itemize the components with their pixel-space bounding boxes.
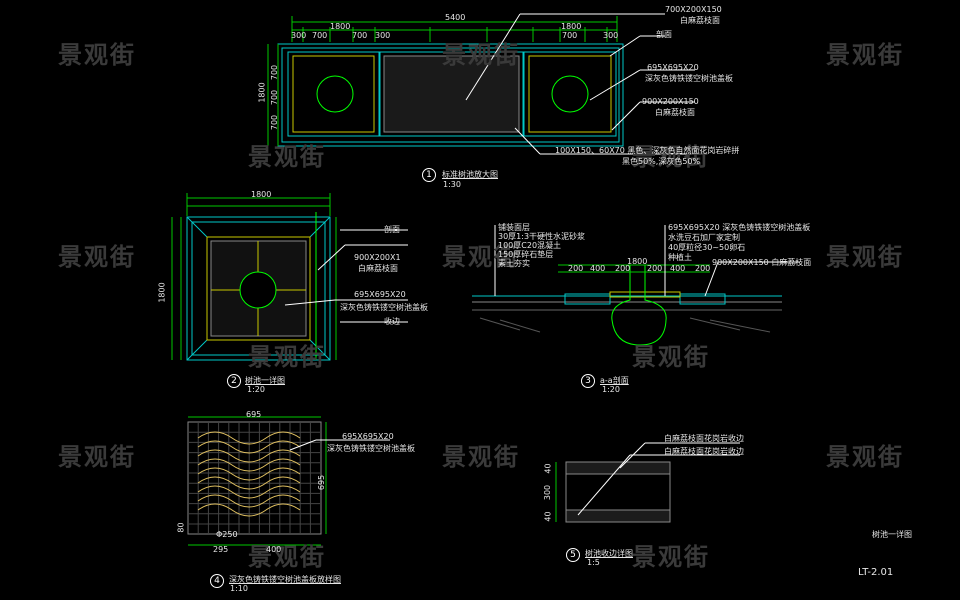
section-dim: 400 bbox=[670, 264, 686, 273]
callout-grate-sub: 深灰色铸铁镂空树池盖板 bbox=[645, 74, 733, 83]
dim-top-0: 300 bbox=[291, 31, 307, 40]
callout-top-sub: 白麻荔枝面 bbox=[680, 16, 720, 25]
dim-top-6: 700 bbox=[562, 31, 578, 40]
callout-grate: 695X695X20 bbox=[647, 63, 699, 72]
section-right-label: 695X695X20 深灰色铸铁镂空树池盖板 bbox=[668, 223, 811, 232]
dim-top-4: 300 bbox=[375, 31, 391, 40]
view-number: 1 bbox=[422, 168, 436, 182]
watermark: 景观街 bbox=[442, 243, 520, 271]
dim-top-1: 700 bbox=[312, 31, 328, 40]
grate-dim-bottom: 295 bbox=[213, 545, 229, 554]
watermark: 景观街 bbox=[826, 243, 904, 271]
view-title: a-a剖面 bbox=[600, 376, 629, 385]
view-number: 5 bbox=[566, 548, 580, 562]
callout-curb: 900X200X1 bbox=[354, 253, 401, 262]
callout-section: 剖面 bbox=[384, 225, 400, 234]
grate-dim-bottom: 400 bbox=[266, 545, 282, 554]
callout-curb-sub: 白麻荔枝面 bbox=[358, 264, 398, 273]
view1-plan bbox=[267, 13, 695, 155]
section-dim: 200 bbox=[647, 264, 663, 273]
view5-edge bbox=[555, 442, 740, 523]
watermark: 景观街 bbox=[248, 543, 326, 571]
watermark: 景观街 bbox=[248, 343, 326, 371]
view-title: 深灰色铸铁镂空树池盖板放样图 bbox=[229, 575, 341, 584]
grate-size: 695 bbox=[246, 410, 262, 419]
dim-left-2: 700 bbox=[270, 89, 280, 106]
section-right-callout: 900X200X150 白麻荔枝面 bbox=[712, 258, 812, 267]
section-left-label: 30厚1:3干硬性水泥砂浆 bbox=[498, 232, 586, 241]
view-scale: 1:5 bbox=[587, 558, 600, 567]
grate-callout-sub: 深灰色铸铁镂空树池盖板 bbox=[327, 444, 415, 453]
section-left-label: 素土夯实 bbox=[498, 259, 530, 268]
dim-top-5: 1800 bbox=[561, 22, 582, 31]
section-dim: 200 bbox=[568, 264, 584, 273]
section-left-label: 150厚碎石垫层 bbox=[498, 250, 554, 259]
view-title: 树池一详图 bbox=[245, 376, 285, 385]
watermark: 景观街 bbox=[58, 443, 136, 471]
grate-height: 695 bbox=[317, 474, 327, 491]
watermark: 景观街 bbox=[826, 41, 904, 69]
section-right-label: 种植土 bbox=[668, 253, 692, 262]
view-number: 3 bbox=[581, 374, 595, 388]
view4-grate bbox=[187, 416, 390, 546]
dim-left-1: 700 bbox=[270, 64, 280, 81]
view2-detail bbox=[171, 193, 408, 361]
sheet-title: 树池一详图 bbox=[872, 530, 912, 539]
callout-edge: 收边 bbox=[384, 317, 400, 326]
callout-bottom-sub: 黑色50%,深灰色50% bbox=[622, 157, 701, 166]
edge-label: 白麻荔枝面花岗岩收边 bbox=[664, 434, 744, 443]
view-scale: 1:30 bbox=[443, 180, 461, 189]
callout-bottom: 100X150、60X70 黑色、深灰色自然面花岗岩碎拼 bbox=[555, 146, 740, 155]
watermark: 景观街 bbox=[632, 143, 710, 171]
dim-width: 1800 bbox=[251, 190, 272, 199]
grate-callout: 695X695X20 bbox=[342, 432, 394, 441]
section-dim: 200 bbox=[695, 264, 711, 273]
view-title: 树池收边详图 bbox=[585, 549, 633, 558]
dim-left-3: 700 bbox=[270, 114, 280, 131]
view3-section bbox=[472, 225, 800, 346]
dim-total: 5400 bbox=[445, 13, 466, 22]
dim-left: 1800 bbox=[157, 282, 167, 303]
section-left-label: 100厚C20混凝土 bbox=[498, 241, 562, 250]
watermark: 景观街 bbox=[632, 543, 710, 571]
dim-left-0: 1800 bbox=[257, 82, 267, 103]
dim-top-2: 1800 bbox=[330, 22, 351, 31]
callout-top: 700X200X150 bbox=[665, 5, 722, 14]
callout-section: 剖面 bbox=[656, 30, 672, 39]
watermark: 景观街 bbox=[442, 443, 520, 471]
view-title: 标准树池放大图 bbox=[442, 170, 498, 179]
view-number: 4 bbox=[210, 574, 224, 588]
sheet-number: LT-2.01 bbox=[858, 567, 894, 578]
grate-dia: Φ250 bbox=[216, 530, 238, 539]
section-width: 1800 bbox=[627, 257, 648, 266]
view-scale: 1:20 bbox=[602, 385, 620, 394]
callout-curb-sub: 白麻荔枝面 bbox=[655, 108, 695, 117]
watermark: 景观街 bbox=[58, 243, 136, 271]
watermark: 景观街 bbox=[58, 41, 136, 69]
dim-top-7: 300 bbox=[603, 31, 619, 40]
view-scale: 1:10 bbox=[230, 584, 248, 593]
watermark: 景观街 bbox=[826, 443, 904, 471]
callout-curb: 900X200X150 bbox=[642, 97, 699, 106]
view-number: 2 bbox=[227, 374, 241, 388]
callout-grate: 695X695X20 bbox=[354, 290, 406, 299]
edge-dim: 40 bbox=[543, 511, 553, 522]
section-dim: 400 bbox=[590, 264, 606, 273]
callout-grate-sub: 深灰色铸铁镂空树池盖板 bbox=[340, 303, 428, 312]
section-dim: 200 bbox=[615, 264, 631, 273]
view-scale: 1:20 bbox=[247, 385, 265, 394]
section-right-label: 水洗豆石加厂家定制 bbox=[668, 233, 740, 242]
section-left-label: 铺装面层 bbox=[498, 223, 530, 232]
edge-label: 白麻荔枝面花岗岩收边 bbox=[664, 447, 744, 456]
grate-dia-side: 80 bbox=[176, 522, 186, 533]
edge-dim: 40 bbox=[543, 463, 553, 474]
section-right-label: 40厚粒径30~50卵石 bbox=[668, 243, 746, 252]
watermark: 景观街 bbox=[442, 41, 520, 69]
dim-top-3: 700 bbox=[352, 31, 368, 40]
watermark: 景观街 bbox=[248, 143, 326, 171]
edge-dim: 300 bbox=[543, 484, 553, 501]
watermark: 景观街 bbox=[632, 343, 710, 371]
